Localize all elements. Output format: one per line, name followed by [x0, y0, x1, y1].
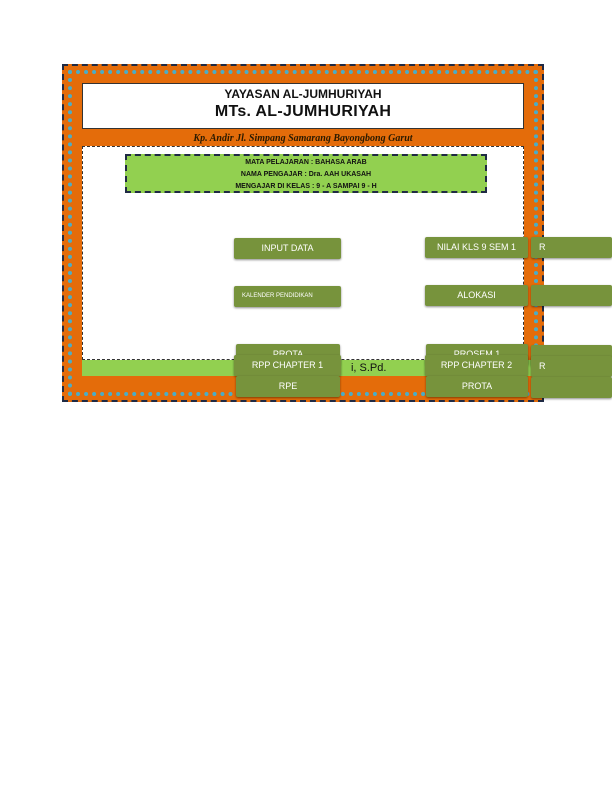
- alokasi-button[interactable]: ALOKASI: [425, 285, 528, 306]
- teacher-line: NAMA PENGAJAR : Dra. AAH UKASAH: [240, 171, 372, 178]
- foundation-name: YAYASAN AL-JUMHURIYAH: [224, 87, 382, 101]
- r-button-bottom[interactable]: R: [531, 356, 612, 377]
- input-data-button[interactable]: INPUT DATA: [234, 238, 341, 259]
- blank-button-bottom[interactable]: [531, 377, 612, 398]
- nilai-kls9-sem1-button[interactable]: NILAI KLS 9 SEM 1: [425, 237, 528, 258]
- classes-line: MENGAJAR DI KELAS : 9 - A SAMPAI 9 - H: [235, 183, 377, 190]
- r-button-top[interactable]: R: [531, 237, 612, 258]
- kalender-pendidikan-button[interactable]: KALENDER PENDIDIKAN: [234, 286, 341, 307]
- teacher-info-box: MATA PELAJARAN : BAHASA ARAB NAMA PENGAJ…: [125, 154, 487, 193]
- prota-button-front[interactable]: PROTA: [426, 376, 528, 397]
- rpe-button[interactable]: RPE: [236, 376, 340, 397]
- blank-button[interactable]: [531, 285, 612, 306]
- footer-text-right: i, S.Pd.: [350, 362, 387, 374]
- rpp-chapter1-button[interactable]: RPP CHAPTER 1: [234, 355, 341, 376]
- subject-line: MATA PELAJARAN : BAHASA ARAB: [245, 159, 367, 166]
- rpp-chapter2-button[interactable]: RPP CHAPTER 2: [425, 355, 528, 376]
- school-address: Kp. Andir Jl. Simpang Samarang Bayongbon…: [193, 133, 413, 144]
- header-box: YAYASAN AL-JUMHURIYAH MTs. AL-JUMHURIYAH: [82, 83, 524, 129]
- school-name: MTs. AL-JUMHURIYAH: [214, 103, 392, 120]
